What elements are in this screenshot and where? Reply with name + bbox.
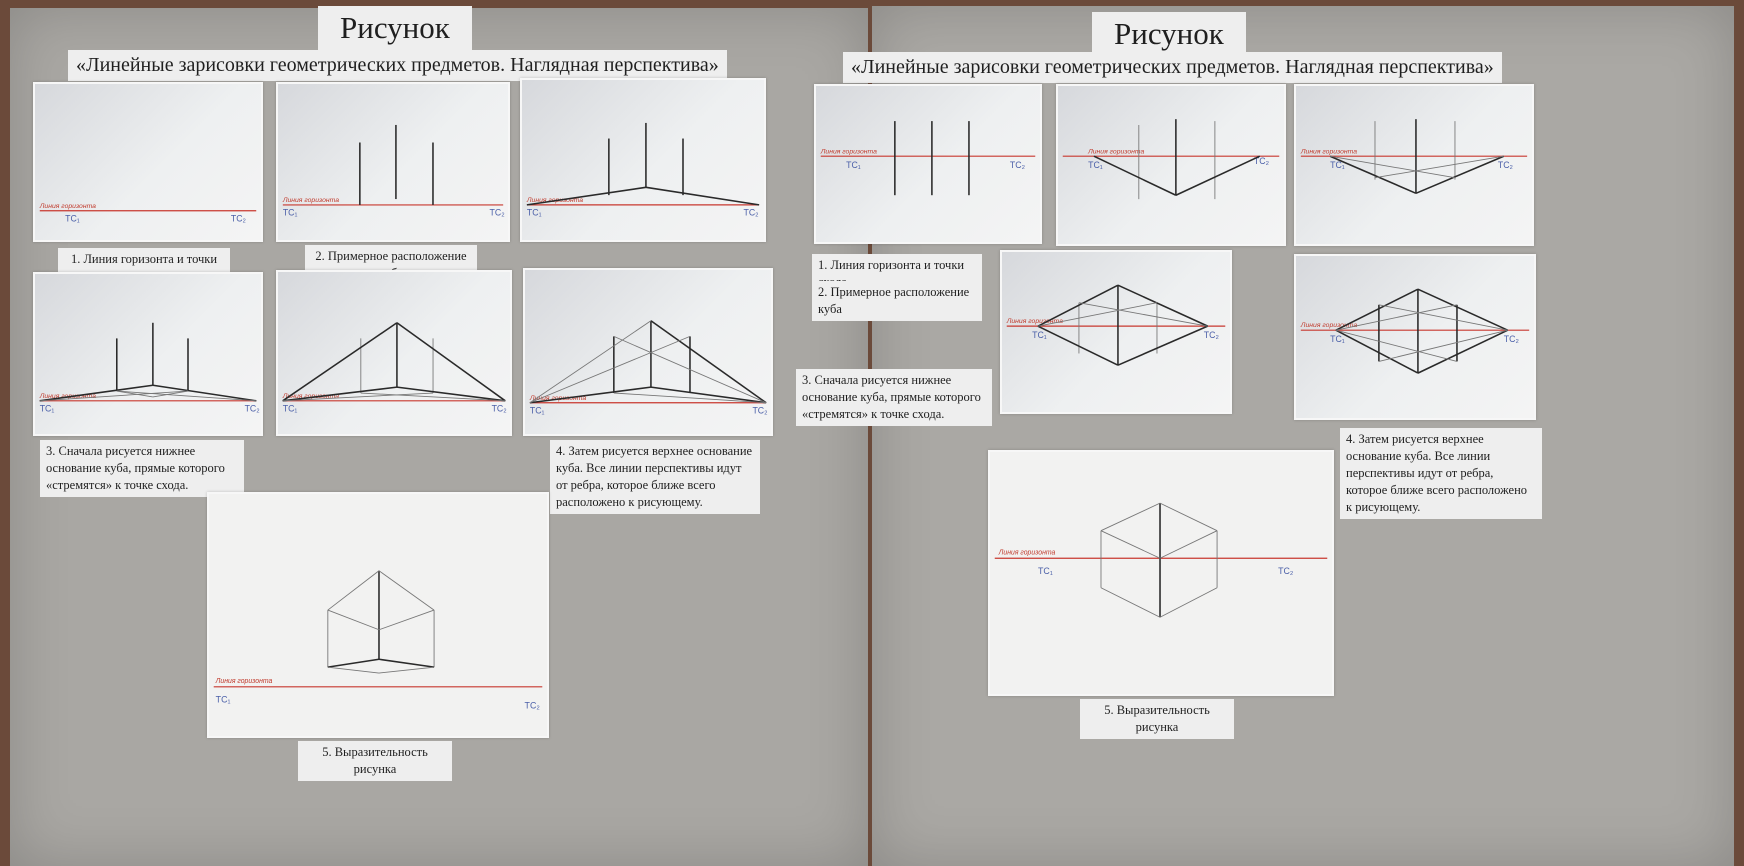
right-caption-4: 4. Затем рисуется верхнее основание куба… xyxy=(1340,428,1542,519)
horizon-label: Линия горизонта xyxy=(998,549,1056,556)
vp-right-label: ТС₂ xyxy=(1204,330,1219,340)
horizon-label: Линия горизонта xyxy=(820,148,877,155)
vp-left-label: ТС₁ xyxy=(530,406,545,416)
vp-right-label: ТС₂ xyxy=(231,213,246,223)
right-sketch-3: Линия горизонта ТС₁ ТС₂ xyxy=(1294,84,1534,246)
left-sketch-4a: Линия горизонта ТС₁ ТС₂ xyxy=(276,270,512,436)
left-poster-title: Рисунок xyxy=(318,6,472,50)
horizon-label: Линия горизонта xyxy=(39,203,96,210)
vp-right-label: ТС₂ xyxy=(490,208,505,218)
vp-left-label: ТС₁ xyxy=(1038,566,1053,576)
vp-left-label: ТС₁ xyxy=(1330,334,1345,344)
vp-right-label: ТС₂ xyxy=(492,404,507,414)
vp-left-label: ТС₁ xyxy=(846,160,861,170)
vp-left-label: ТС₁ xyxy=(1032,330,1047,340)
vp-left-label: ТС₁ xyxy=(1088,160,1103,170)
left-sketch-2: Линия горизонта ТС₁ ТС₂ xyxy=(276,82,510,242)
vp-left-label: ТС₁ xyxy=(527,208,542,218)
horizon-label: Линия горизонта xyxy=(1300,148,1357,155)
right-sketch-1: Линия горизонта ТС₁ ТС₂ xyxy=(814,84,1042,244)
left-caption-4: 4. Затем рисуется верхнее основание куба… xyxy=(550,440,760,514)
horizon-label: Линия горизонта xyxy=(282,197,339,204)
left-sketch-5: Линия горизонта ТС₁ ТС₂ xyxy=(207,492,549,738)
right-sketch-4a: Линия горизонта ТС₁ ТС₂ xyxy=(1000,250,1232,414)
vp-right-label: ТС₂ xyxy=(1254,156,1269,166)
vp-right-label: ТС₂ xyxy=(743,208,758,218)
vp-left-label: ТС₁ xyxy=(40,404,55,414)
horizon-label: Линия горизонта xyxy=(1300,322,1358,329)
horizon-label: Линия горизонта xyxy=(1006,318,1063,325)
left-sketch-4b: Линия горизонта ТС₁ ТС₂ xyxy=(523,268,773,436)
right-caption-5: 5. Выразительность рисунка xyxy=(1080,699,1234,739)
vp-right-label: ТС₂ xyxy=(525,700,540,710)
right-sketch-2: Линия горизонта ТС₁ ТС₂ xyxy=(1056,84,1286,246)
vp-right-label: ТС₂ xyxy=(752,406,767,416)
vp-left-label: ТС₁ xyxy=(283,404,298,414)
right-caption-3: 3. Сначала рисуется нижнее основание куб… xyxy=(796,369,992,426)
right-caption-2: 2. Примерное расположение куба xyxy=(812,281,982,321)
vp-left-label: ТС₁ xyxy=(1330,160,1345,170)
right-sketch-4b: Линия горизонта ТС₁ ТС₂ xyxy=(1294,254,1536,420)
left-caption-5: 5. Выразительность рисунка xyxy=(298,741,452,781)
left-caption-3: 3. Сначала рисуется нижнее основание куб… xyxy=(40,440,244,497)
right-poster-subtitle: «Линейные зарисовки геометрических предм… xyxy=(843,52,1502,83)
right-sketch-5: Линия горизонта ТС₁ ТС₂ xyxy=(988,450,1334,696)
vp-left-label: ТС₁ xyxy=(216,695,231,705)
vp-left-label: ТС₁ xyxy=(65,213,80,223)
left-sketch-1: Линия горизонта ТС₁ ТС₂ xyxy=(33,82,263,242)
vp-right-label: ТС₂ xyxy=(1010,160,1025,170)
vp-right-label: ТС₂ xyxy=(1278,566,1293,576)
horizon-label: Линия горизонта xyxy=(1087,148,1144,155)
vp-left-label: ТС₁ xyxy=(283,208,298,218)
right-poster-title: Рисунок xyxy=(1092,12,1246,56)
vp-right-label: ТС₂ xyxy=(1498,160,1513,170)
left-poster-subtitle: «Линейные зарисовки геометрических предм… xyxy=(68,50,727,81)
horizon-label: Линия горизонта xyxy=(215,678,273,685)
vp-right-label: ТС₂ xyxy=(1504,334,1519,344)
left-sketch-3: Линия горизонта ТС₁ ТС₂ xyxy=(520,78,766,242)
left-sketch-3b: Линия горизонта ТС₁ ТС₂ xyxy=(33,272,263,436)
horizon-label: Линия горизонта xyxy=(282,393,340,400)
vp-right-label: ТС₂ xyxy=(245,404,260,414)
horizon-label: Линия горизонта xyxy=(529,395,587,402)
